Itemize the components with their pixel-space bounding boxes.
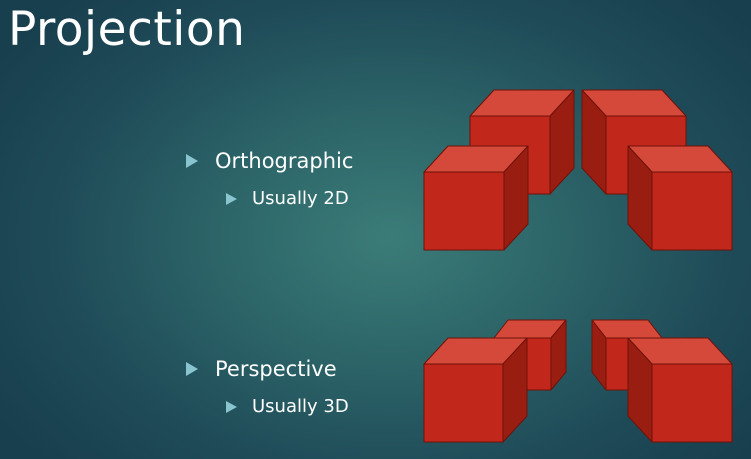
bullet-arrow-icon: [186, 154, 198, 168]
ortho-front-right-cube: [627, 145, 733, 251]
bullet-arrow-icon: [186, 362, 198, 376]
sub-bullet-usually-2d: Usually 2D: [226, 188, 349, 209]
bullet-arrow-icon: [226, 400, 237, 413]
sub-bullet-usually-3d: Usually 3D: [226, 396, 349, 417]
bullet-label: Perspective: [215, 357, 337, 381]
bullet-orthographic: Orthographic: [186, 149, 353, 173]
bullet-label: Orthographic: [215, 149, 354, 173]
sub-bullet-label: Usually 3D: [252, 396, 349, 417]
persp-front-left-cube: [423, 337, 528, 443]
bullet-arrow-icon: [226, 192, 237, 205]
slide-title: Projection: [8, 2, 246, 57]
ortho-front-left-cube: [423, 145, 529, 251]
perspective-cubes: [423, 319, 733, 443]
persp-front-right-cube: [627, 337, 733, 443]
orthographic-cubes: [423, 89, 733, 251]
sub-bullet-label: Usually 2D: [252, 188, 349, 209]
bullet-perspective: Perspective: [186, 357, 337, 381]
